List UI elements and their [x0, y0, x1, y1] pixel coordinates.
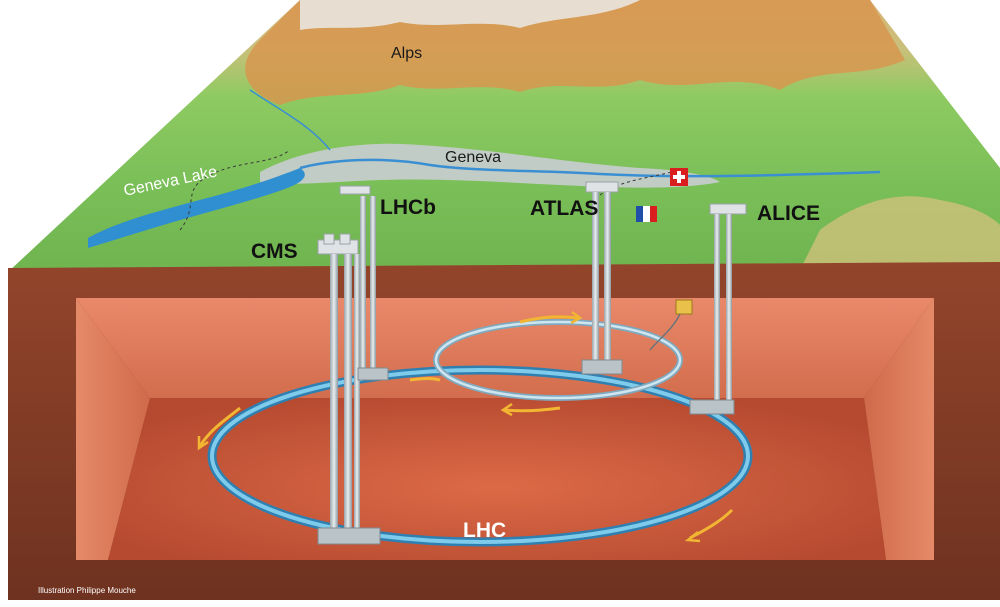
swiss-flag-icon	[670, 168, 688, 186]
beam-arrows	[197, 311, 734, 543]
lhc-ring-highlight	[210, 368, 750, 544]
cms-building	[317, 233, 359, 255]
alice-label: ALICE	[757, 202, 820, 225]
geneva-label: Geneva	[445, 149, 502, 166]
lhcb-cavern	[357, 367, 389, 381]
lhcb-label: LHCb	[380, 196, 436, 219]
alps-snow	[300, 0, 640, 30]
lhc-label: LHC	[463, 519, 507, 542]
alps-mountains	[245, 0, 905, 105]
rhone-river	[299, 158, 881, 178]
atlas-label: ATLAS	[530, 197, 599, 220]
atlas-shafts	[592, 192, 611, 364]
atlas-building	[585, 181, 619, 193]
alice-cavern	[689, 399, 735, 415]
illustration-credit: Illustration Philippe Mouche	[38, 586, 136, 595]
geneva-city	[260, 143, 720, 188]
sps-ring-highlight	[434, 320, 682, 400]
arve-river	[249, 89, 331, 151]
alps-label: Alps	[391, 45, 423, 62]
jura-hills	[800, 196, 1000, 270]
alice-building	[709, 203, 747, 215]
cms-shafts	[330, 254, 360, 536]
injector-box	[649, 299, 693, 351]
geneva-lake	[88, 168, 305, 248]
atlas-cavern	[581, 359, 623, 375]
lhcb-building	[339, 185, 371, 195]
alice-shafts	[714, 214, 732, 404]
french-flag-icon	[636, 206, 657, 222]
cms-cavern	[317, 527, 381, 545]
tunnel-back-wall	[76, 298, 934, 398]
tunnel-left-wall	[76, 298, 150, 560]
lhcb-shafts	[360, 196, 376, 376]
tunnel-right-wall	[864, 298, 934, 560]
cms-label: CMS	[251, 240, 298, 263]
